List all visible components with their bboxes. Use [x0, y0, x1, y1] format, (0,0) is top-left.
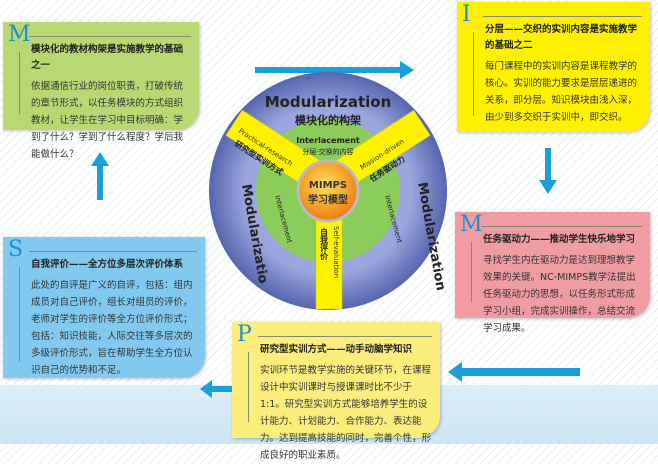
center-circle	[296, 159, 360, 223]
card-letter: M	[8, 22, 31, 47]
spoke-bottom-zh: 自我评价	[319, 227, 329, 261]
divider	[481, 226, 642, 227]
divider	[473, 32, 474, 116]
card-modularization: M 模块化的教材构架是实施教学的基础之一 依据通信行业的岗位职责，打破传统的章节…	[3, 22, 199, 160]
outer-top-en: Modularization	[265, 93, 392, 111]
center-en: MIMPS	[309, 180, 347, 191]
inner-top-zh: 分层·交换的内容	[302, 147, 353, 156]
divider	[19, 267, 20, 362]
divider	[248, 352, 249, 422]
card-letter: M	[460, 212, 483, 237]
card-letter: I	[462, 2, 471, 27]
card-body: 寻找学生内在驱动力是达到理想教学效果的关键。NC-MIMPS教学法提出任务驱动力…	[483, 255, 636, 334]
spoke-bottom-en: Self-evaluation	[332, 226, 340, 278]
mimps-wheel: MIMPS 学习模型 Modularization 模块化的构架 Modular…	[209, 72, 448, 310]
card-letter: P	[237, 322, 252, 347]
card-title: 分层——交织的实训内容是实施教学的基础之二	[485, 24, 638, 51]
divider	[471, 242, 472, 302]
card-title: 任务驱动力——推动学生快乐地学习	[483, 234, 636, 245]
divider	[29, 36, 191, 37]
card-mission-driven: M 任务驱动力——推动学生快乐地学习 寻找学生内在驱动力是达到理想教学效果的关键…	[455, 212, 650, 334]
divider	[258, 336, 432, 337]
card-body: 依据通信行业的岗位职责，打破传统的章节形式，以任务模块的方式组织教材，让学生在学…	[31, 81, 184, 160]
divider	[483, 16, 642, 17]
divider	[29, 251, 197, 252]
divider	[19, 52, 20, 114]
card-practical-research: P 研究型实训方式——动手动脑学知识 实训环节是教学实施的关键环节，在课程设计中…	[232, 322, 440, 461]
card-letter: S	[8, 237, 24, 262]
card-interlacement: I 分层——交织的实训内容是实施教学的基础之二 每门课程中的实训内容是课程教学的…	[457, 2, 650, 132]
outer-top-zh: 模块化的构架	[295, 113, 361, 127]
card-title: 自我评价——全方位多层次评价体系	[31, 259, 184, 270]
center-zh: 学习模型	[308, 193, 348, 206]
inner-top-en: Interlacement	[296, 136, 360, 145]
card-title: 研究型实训方式——动手动脑学知识	[260, 344, 413, 355]
card-body: 此处的自评是广义的自评，包括：组内成员对自己评价，组长对组员的评价，老师对学生的…	[31, 280, 193, 376]
card-body: 每门课程中的实训内容是课程教学的核心。实训的能力要求是层层递进的关系，即分层。知…	[485, 61, 638, 123]
card-self-evaluation: S 自我评价——全方位多层次评价体系 此处的自评是广义的自评，包括：组内成员对自…	[3, 237, 205, 378]
card-title: 模块化的教材构架是实施教学的基础之一	[31, 44, 184, 71]
